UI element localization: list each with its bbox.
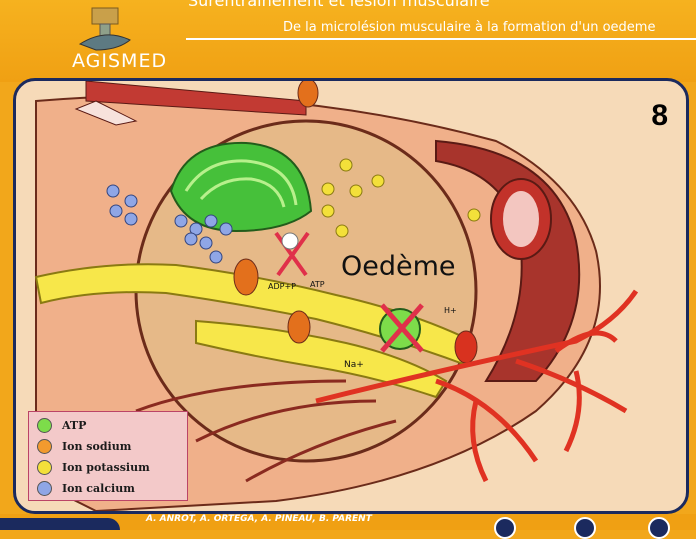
header-divider bbox=[186, 38, 696, 40]
footer-accent bbox=[0, 518, 120, 530]
legend-item-potassium: Ion potassium bbox=[37, 458, 150, 476]
t-tubule bbox=[455, 331, 477, 363]
page-title: Surentraînement et lésion musculaire bbox=[188, 0, 490, 10]
t-tubule bbox=[298, 81, 318, 107]
t-tubule bbox=[288, 311, 310, 343]
legend: ATP Ion sodium Ion potassium Ion calcium bbox=[28, 411, 188, 501]
legend-label: ATP bbox=[62, 419, 86, 432]
t-tubule bbox=[234, 259, 258, 295]
legend-item-atp: ATP bbox=[37, 416, 86, 434]
next-button[interactable] bbox=[648, 517, 670, 539]
header: AGISMED Surentraînement et lésion muscul… bbox=[0, 0, 696, 82]
prev-button[interactable] bbox=[494, 517, 516, 539]
adp-label: ADP+P bbox=[268, 282, 296, 291]
atp-icon bbox=[37, 418, 52, 433]
logo-text: AGISMED bbox=[72, 50, 167, 72]
calcium-ion-icon bbox=[37, 481, 52, 496]
na-label: Na+ bbox=[344, 360, 364, 370]
legend-item-calcium: Ion calcium bbox=[37, 479, 135, 497]
atp-label: ATP bbox=[310, 280, 325, 289]
h-label: H+ bbox=[444, 306, 457, 315]
legend-item-sodium: Ion sodium bbox=[37, 437, 131, 455]
illustration-frame: ADP+P ATP H+ Na+ 8 Oedème ATP Ion sodium… bbox=[13, 78, 689, 514]
sodium-ion-icon bbox=[37, 439, 52, 454]
legend-label: Ion calcium bbox=[62, 482, 135, 495]
legend-label: Ion sodium bbox=[62, 440, 131, 453]
legend-label: Ion potassium bbox=[62, 461, 150, 474]
credits: A. ANROT, A. ORTEGA, A. PINEAU, B. PAREN… bbox=[146, 514, 372, 524]
oedeme-label: Oedème bbox=[341, 251, 456, 282]
slide-number: 8 bbox=[651, 99, 668, 133]
menu-button[interactable] bbox=[574, 517, 596, 539]
potassium-ion-icon bbox=[37, 460, 52, 475]
page-subtitle: De la microlésion musculaire à la format… bbox=[283, 20, 655, 35]
